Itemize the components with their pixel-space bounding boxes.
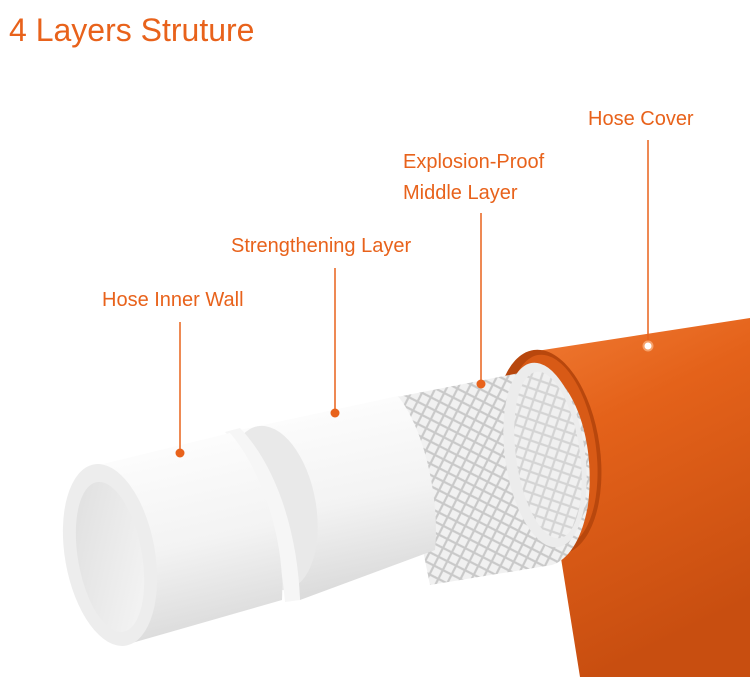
leader-inner-wall bbox=[175, 322, 185, 458]
leader-cover bbox=[642, 140, 654, 352]
explosion-proof-mesh-layer bbox=[392, 362, 590, 585]
leader-strengthening bbox=[330, 268, 340, 418]
label-hose-inner-wall: Hose Inner Wall bbox=[102, 289, 244, 311]
leader-explosion-proof bbox=[476, 213, 486, 389]
page-title: 4 Layers Struture bbox=[9, 12, 255, 48]
label-hose-cover: Hose Cover bbox=[588, 108, 694, 130]
label-explosion-proof-middle-layer: Explosion-Proof Middle Layer bbox=[403, 151, 545, 204]
hose-inner-wall-layer bbox=[62, 433, 283, 646]
label-strengthening-layer: Strengthening Layer bbox=[231, 235, 412, 257]
